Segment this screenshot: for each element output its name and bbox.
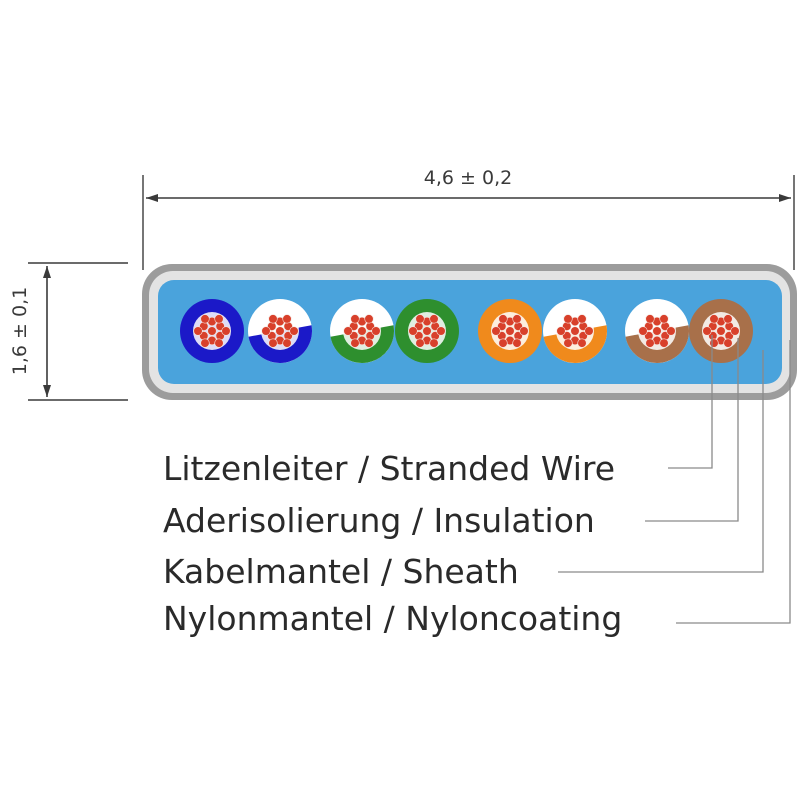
wire-group [180, 299, 753, 364]
copper-strand [491, 326, 501, 336]
legend-labels: Litzenleiter / Stranded Wire Aderisolier… [163, 449, 622, 638]
copper-strand [200, 338, 210, 348]
leader-stranded-wire [668, 335, 713, 469]
width-dimension: 4,6 ± 0,2 [142, 167, 795, 270]
copper-strand [709, 314, 719, 324]
copper-strand [577, 314, 587, 324]
label-nylon-coating: Nylonmantel / Nyloncoating [163, 599, 622, 638]
copper-strand [709, 338, 719, 348]
wire-2-blue-white [248, 299, 313, 363]
copper-strand [200, 314, 210, 324]
copper-strand [408, 326, 418, 336]
copper-strand [659, 338, 669, 348]
wire-5-orange [478, 299, 542, 363]
wire-3-green-white [330, 299, 395, 364]
wire-7-brown-white [625, 299, 690, 363]
copper-strand [415, 314, 425, 324]
copper-strand [429, 338, 439, 348]
copper-strand [638, 326, 648, 336]
leader-lines [558, 335, 791, 624]
copper-strand [214, 314, 224, 324]
copper-strand [505, 326, 515, 336]
copper-strand [429, 314, 439, 324]
copper-strand [415, 338, 425, 348]
copper-strand [723, 338, 733, 348]
copper-strand [350, 314, 360, 324]
height-dimension: 1,6 ± 0,1 [9, 262, 128, 401]
copper-strand [645, 314, 655, 324]
label-sheath: Kabelmantel / Sheath [163, 552, 519, 591]
copper-strand [716, 326, 726, 336]
cable-body [142, 264, 797, 400]
copper-strand [563, 314, 573, 324]
copper-strand [577, 338, 587, 348]
copper-strand [563, 338, 573, 348]
copper-strand [350, 338, 360, 348]
copper-strand [357, 326, 367, 336]
leader-insulation [645, 338, 739, 522]
copper-strand [371, 326, 381, 336]
copper-strand [498, 314, 508, 324]
copper-strand [519, 326, 529, 336]
copper-strand [570, 326, 580, 336]
width-dimension-label: 4,6 ± 0,2 [424, 167, 512, 189]
height-arrow-bottom [43, 385, 51, 397]
copper-strand [193, 326, 203, 336]
copper-strand [364, 338, 374, 348]
wire-8-brown [689, 299, 753, 363]
copper-strand [645, 338, 655, 348]
copper-strand [666, 326, 676, 336]
height-dimension-label: 1,6 ± 0,1 [9, 287, 31, 375]
copper-strand [436, 326, 446, 336]
copper-strand [730, 326, 740, 336]
copper-strand [364, 314, 374, 324]
copper-strand [268, 314, 278, 324]
copper-strand [207, 326, 217, 336]
copper-strand [498, 338, 508, 348]
width-arrow-left [146, 194, 158, 202]
copper-strand [221, 326, 231, 336]
copper-strand [584, 326, 594, 336]
copper-strand [652, 326, 662, 336]
label-stranded-wire: Litzenleiter / Stranded Wire [163, 449, 615, 488]
copper-strand [723, 314, 733, 324]
copper-strand [268, 338, 278, 348]
copper-strand [289, 326, 299, 336]
copper-strand [275, 326, 285, 336]
wire-1-blue [180, 299, 244, 363]
copper-strand [702, 326, 712, 336]
copper-strand [659, 314, 669, 324]
width-arrow-right [779, 194, 791, 202]
wire-4-green [395, 299, 459, 363]
copper-strand [512, 314, 522, 324]
copper-strand [343, 326, 353, 336]
cable-sheath [158, 280, 782, 384]
leader-nylon-coating [676, 340, 791, 624]
copper-strand [422, 326, 432, 336]
copper-strand [214, 338, 224, 348]
copper-strand [556, 326, 566, 336]
wire-6-orange-white [543, 299, 608, 363]
leader-sheath [558, 350, 764, 573]
height-arrow-top [43, 266, 51, 278]
label-insulation: Aderisolierung / Insulation [163, 501, 595, 540]
copper-strand [282, 338, 292, 348]
copper-strand [512, 338, 522, 348]
copper-strand [261, 326, 271, 336]
copper-strand [282, 314, 292, 324]
